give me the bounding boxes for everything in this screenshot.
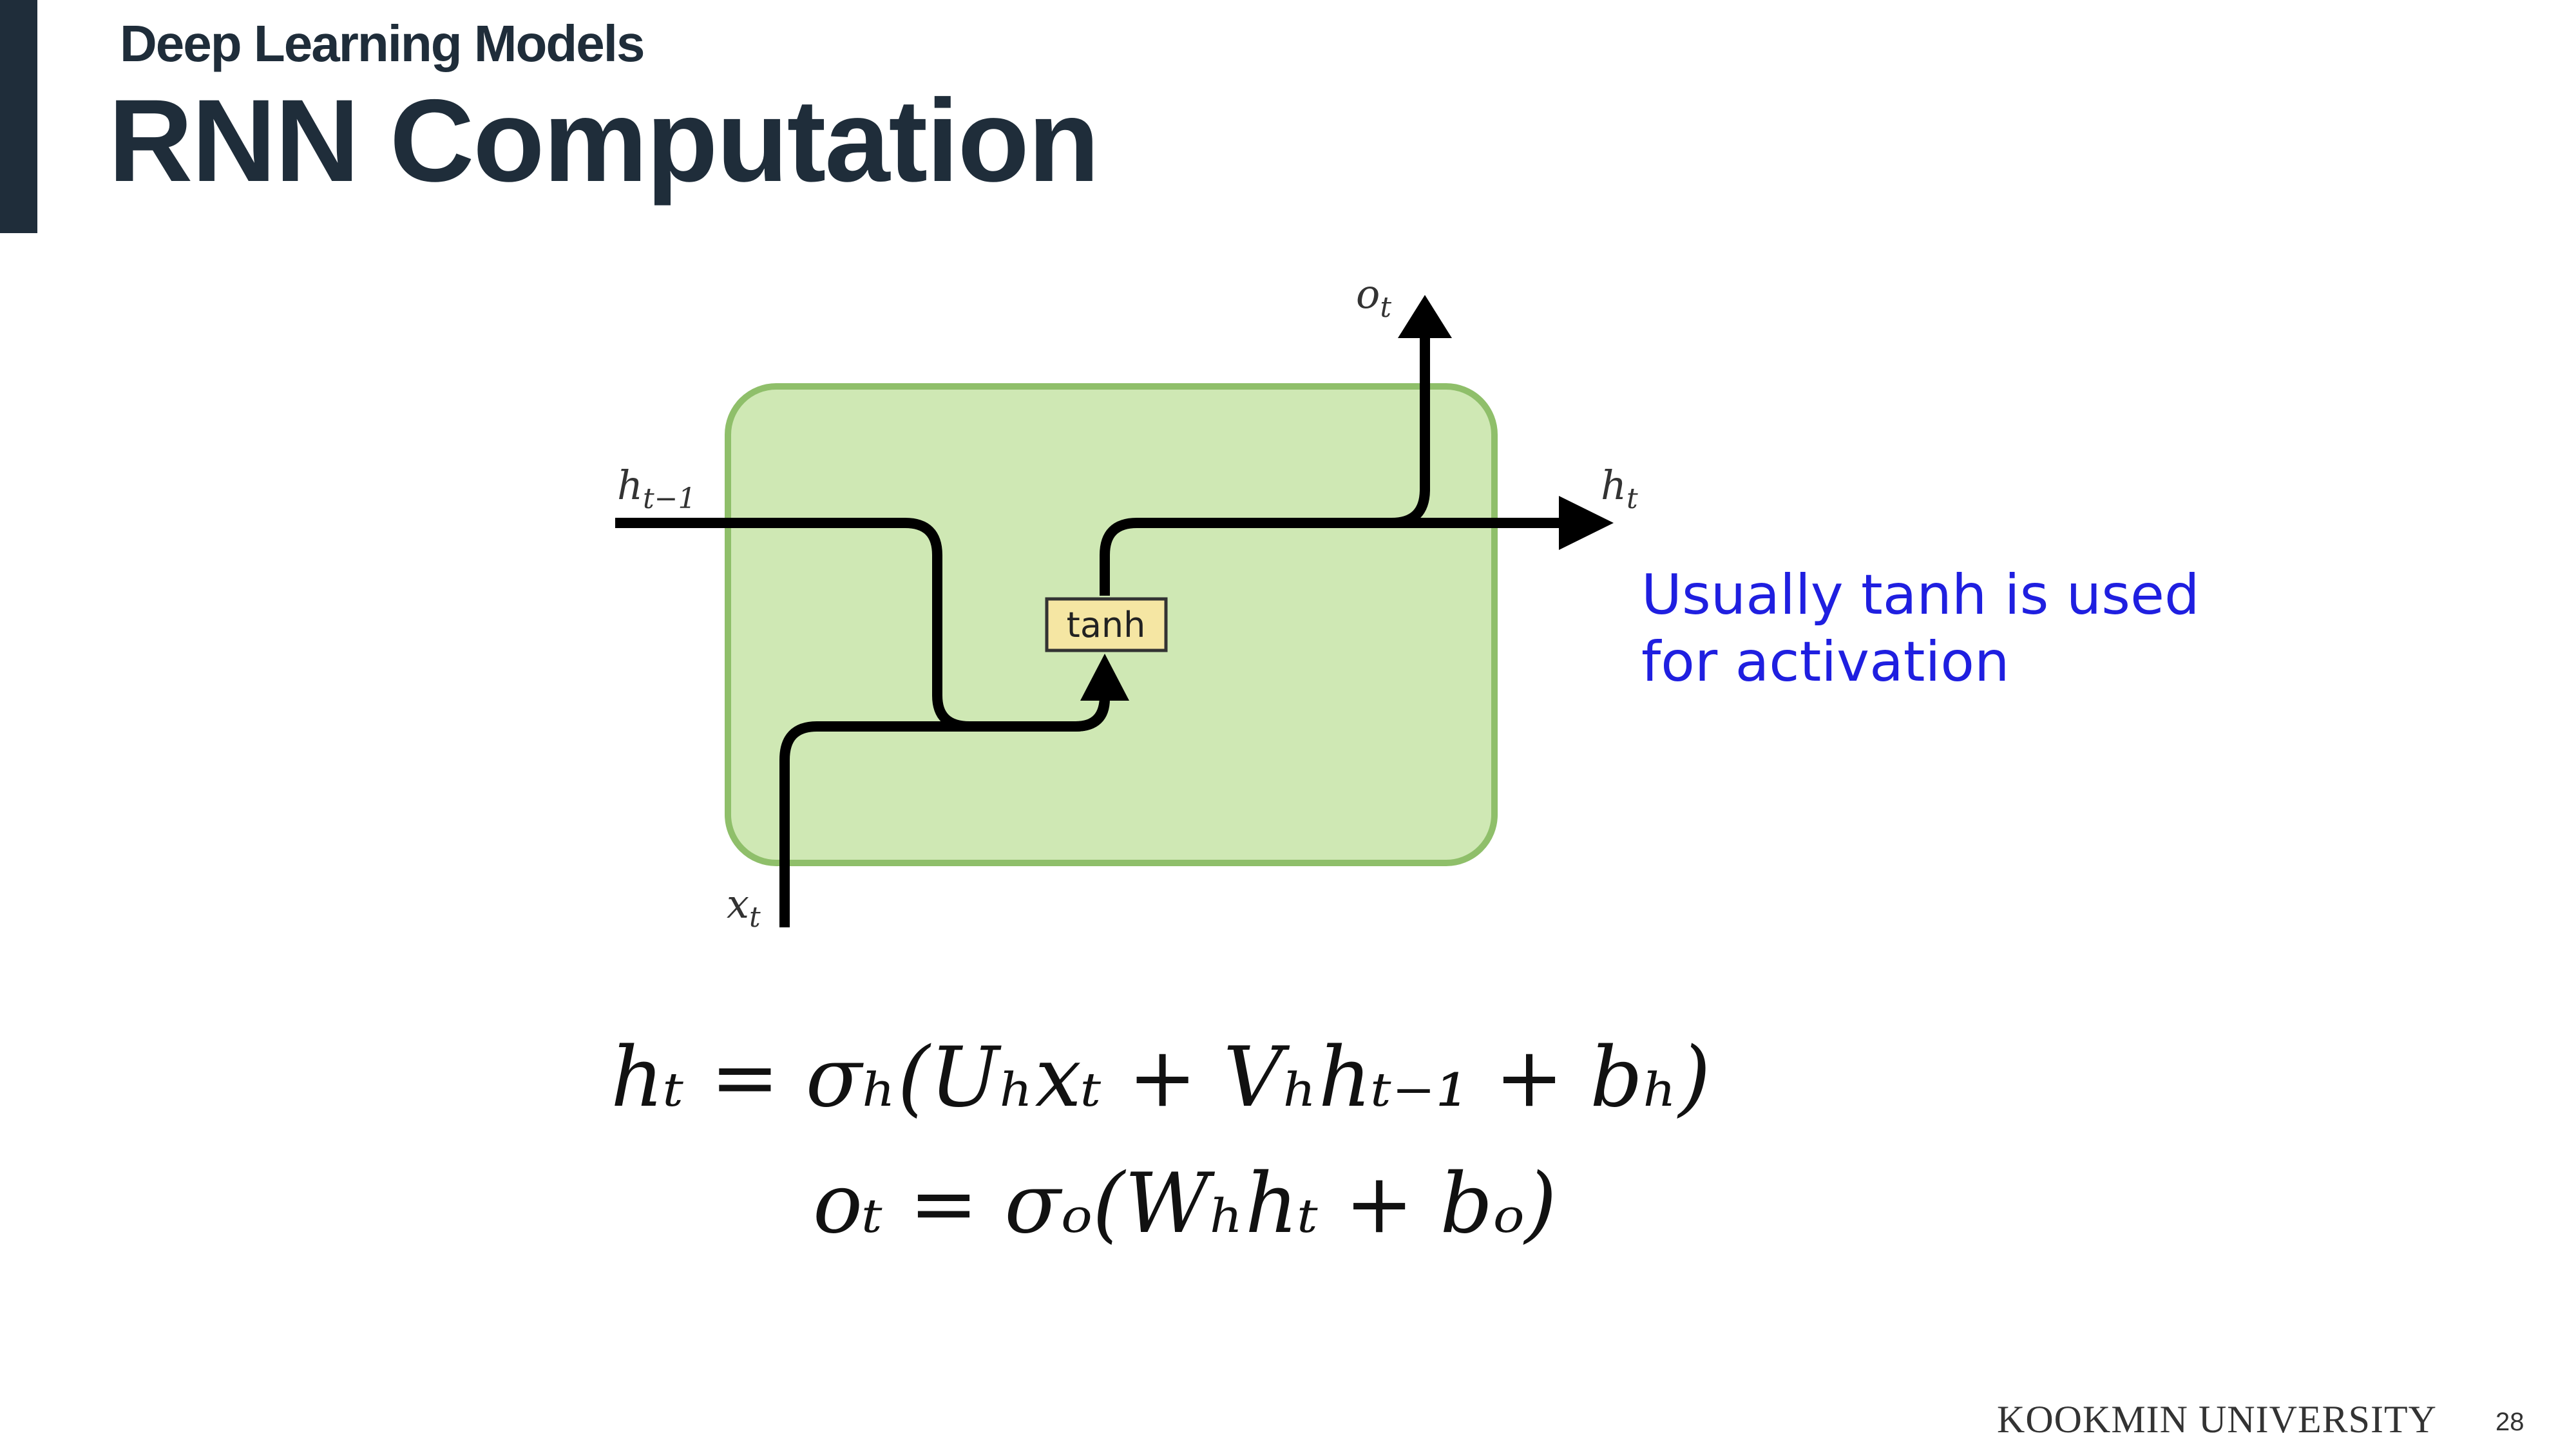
input-path [779,698,1110,927]
hidden-input-label: ht−1 [617,462,696,515]
hidden-output-path [1100,518,1559,596]
output-arrowhead [1398,295,1452,338]
activation-note: Usually tanh is used for activation [1641,562,2200,696]
slide-title: RNN Computation [108,75,1100,206]
activation-note-line-2: for activation [1641,630,2010,694]
tanh-input-arrowhead [1080,654,1129,701]
section-label: Deep Learning Models [120,15,645,72]
activation-note-line-1: Usually tanh is used [1641,563,2200,627]
output-path [1391,335,1430,528]
tanh-box [1045,597,1168,652]
output-equation: oₜ = σₒ(Wₕhₜ + bₒ) [813,1156,1557,1252]
tanh-label: tanh [1067,605,1146,645]
university-brand: KOOKMIN UNIVERSITY [1997,1398,2437,1441]
page-number: 28 [2495,1408,2524,1436]
hidden-output-arrowhead [1559,496,1614,550]
hidden-output-label: ht [1601,462,1638,515]
output-label: ot [1356,270,1391,324]
title-accent-bar [0,0,37,233]
hidden-state-equation: hₜ = σₕ(Uₕxₜ + Vₕhₜ₋₁ + bₕ) [611,1030,1711,1126]
input-label: xt [727,880,761,934]
